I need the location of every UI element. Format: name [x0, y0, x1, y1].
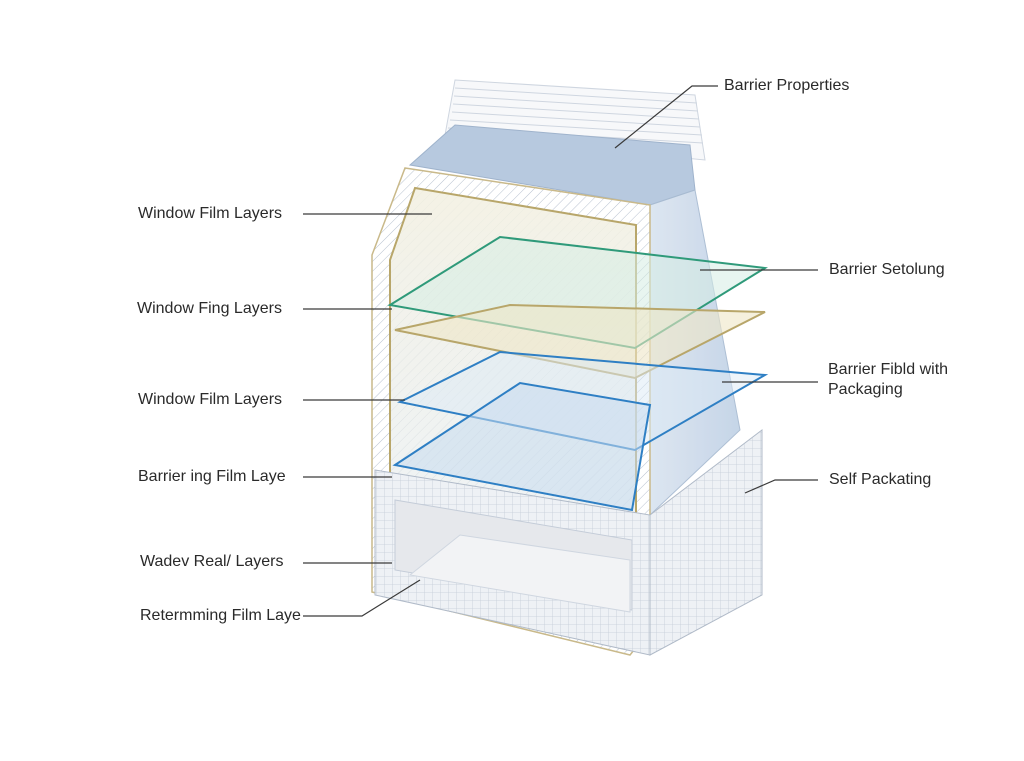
label-barrier-setolung: Barrier Setolung: [829, 261, 945, 278]
leaders-right: [614, 85, 818, 494]
label-barrier-fibld-packaging: Barrier Fibld with Packaging: [828, 361, 949, 398]
blue-film-layer-lower: [392, 381, 652, 512]
label-retermming-film-laye: Retermming Film Laye: [140, 607, 301, 624]
base-block: [374, 428, 763, 656]
label-barrier-properties: Barrier Properties: [724, 77, 850, 94]
label-window-film-layers-2: Window Film Layers: [138, 391, 283, 408]
label-window-film-layers-1: Window Film Layers: [138, 205, 283, 222]
label-barrier-ing-film-laye: Barrier ing Film Laye: [138, 468, 286, 485]
label-window-fing-layers: Window Fing Layers: [137, 300, 282, 317]
label-wadev-real-layers: Wadev Real/ Layers: [140, 553, 284, 570]
leaders-left: [303, 213, 432, 617]
label-self-packating: Self Packating: [829, 471, 932, 488]
